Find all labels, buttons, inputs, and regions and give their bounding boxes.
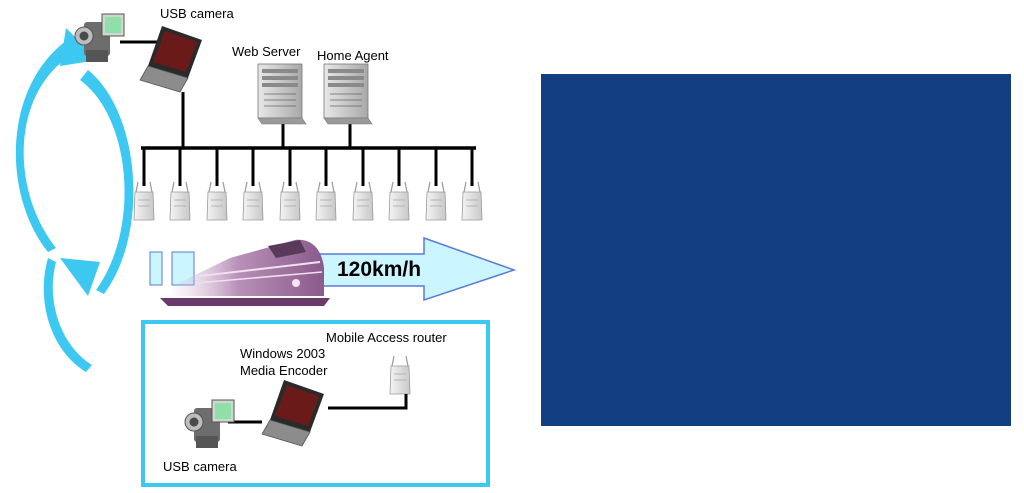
mobile-access-router-label: Mobile Access router xyxy=(326,330,447,345)
speed-arrow-icon xyxy=(317,236,517,302)
media-encoder-label-line1: Windows 2003 xyxy=(240,346,325,361)
access-point-icon xyxy=(352,181,374,221)
laptop-top-icon xyxy=(139,25,203,93)
access-point-icon xyxy=(425,181,447,221)
media-encoder-label-line2: Media Encoder xyxy=(240,363,328,378)
arrowhead-down-icon xyxy=(60,258,100,296)
network-wiring xyxy=(120,40,476,186)
motion-trail-icon xyxy=(149,251,163,286)
access-point-icon xyxy=(133,181,155,221)
access-point-icon xyxy=(206,181,228,221)
usb-camera-top-label: USB camera xyxy=(160,6,234,21)
encoder-laptop-icon xyxy=(261,379,325,447)
access-point-icon xyxy=(461,181,483,221)
usb-camera-bottom-icon xyxy=(184,399,235,449)
vehicle-network-box xyxy=(141,320,490,487)
home-agent-server-icon xyxy=(323,63,373,125)
access-point-row xyxy=(133,181,483,221)
home-agent-label: Home Agent xyxy=(317,48,389,63)
train-icon xyxy=(160,239,330,306)
cycle-arrow-right-icon xyxy=(80,70,134,294)
access-point-icon xyxy=(388,181,410,221)
web-server-label: Web Server xyxy=(232,44,301,59)
usb-camera-bottom-label: USB camera xyxy=(163,459,237,474)
speed-label: 120km/h xyxy=(337,258,421,281)
cycle-arrow-lower-left-icon xyxy=(43,258,92,372)
video-display-panel xyxy=(541,74,1011,426)
access-point-icon xyxy=(279,181,301,221)
cycle-arrow-upper-left-icon xyxy=(15,38,76,252)
cycle-arrows xyxy=(15,28,134,372)
mobile-access-router-icon xyxy=(389,355,411,395)
web-server-icon xyxy=(257,63,307,125)
access-point-icon xyxy=(315,181,337,221)
access-point-icon xyxy=(169,181,191,221)
access-point-icon xyxy=(242,181,264,221)
